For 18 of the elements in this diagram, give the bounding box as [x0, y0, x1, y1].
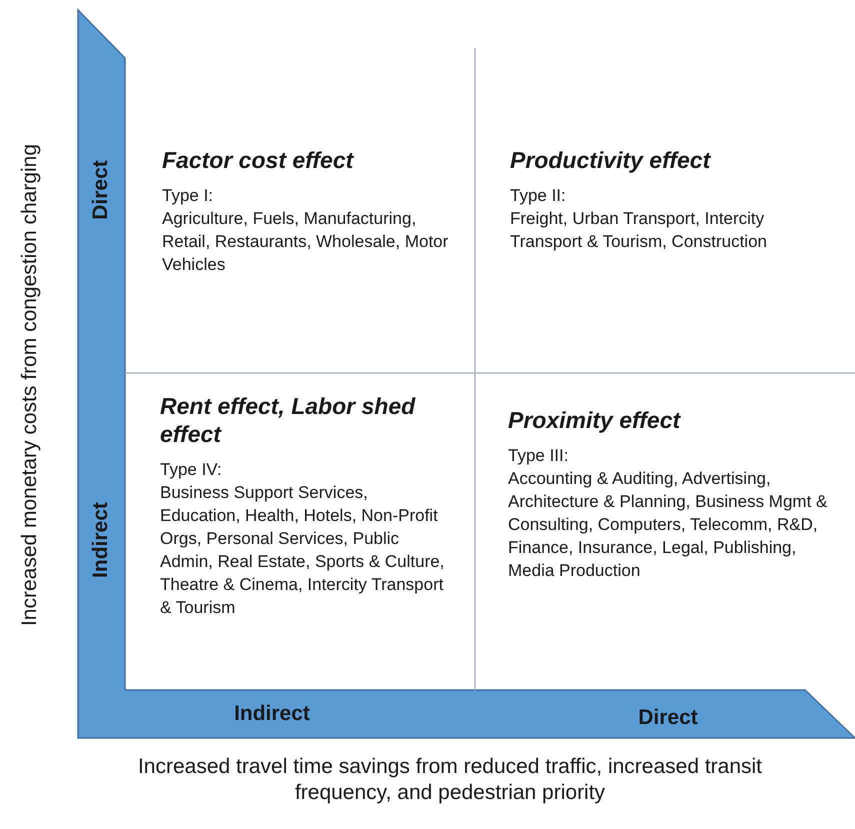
industry-list: Accounting & Auditing, Advertising, Architecture & Planning, Business Mgmt & Consulting, Computers, Telecomm, R&D, Finance, Insurance, Legal, Publishing, Media Production — [508, 467, 828, 582]
type-label: Type IV: — [160, 459, 223, 481]
type-label: Type II: — [510, 185, 567, 207]
industry-list: Freight, Urban Transport, Intercity Transport & Tourism, Construction — [510, 207, 840, 253]
industry-list: Business Support Services, Education, Health, Hotels, Non-Profit Orgs, Personal Services, Public Admin, Real Estate, Sports & Culture, Theatre & Cinema, Intercity Transport & Tourism — [160, 481, 450, 619]
axis-value-label: Indirect — [88, 501, 113, 580]
axis-value-label: Indirect — [233, 701, 311, 727]
axis-value-label: Direct — [88, 159, 113, 222]
type-label: Type I: — [162, 185, 214, 207]
type-label: Type III: — [508, 445, 570, 467]
effect-heading: Productivity effect — [510, 146, 712, 174]
effect-heading: Proximity effect — [508, 406, 682, 434]
axis-value-label: Direct — [637, 705, 699, 731]
effect-heading: Factor cost effect — [162, 146, 355, 174]
effect-heading: Rent effect, Labor shed effect — [160, 392, 416, 448]
industry-list: Agriculture, Fuels, Manufacturing, Retail, Restaurants, Wholesale, Motor Vehicles — [162, 207, 462, 276]
axis-title: Increased travel time savings from reduced traffic, increased transit frequency, and pedestrian priority — [136, 754, 764, 806]
axis-title: Increased monetary costs from congestion charging — [17, 142, 42, 628]
